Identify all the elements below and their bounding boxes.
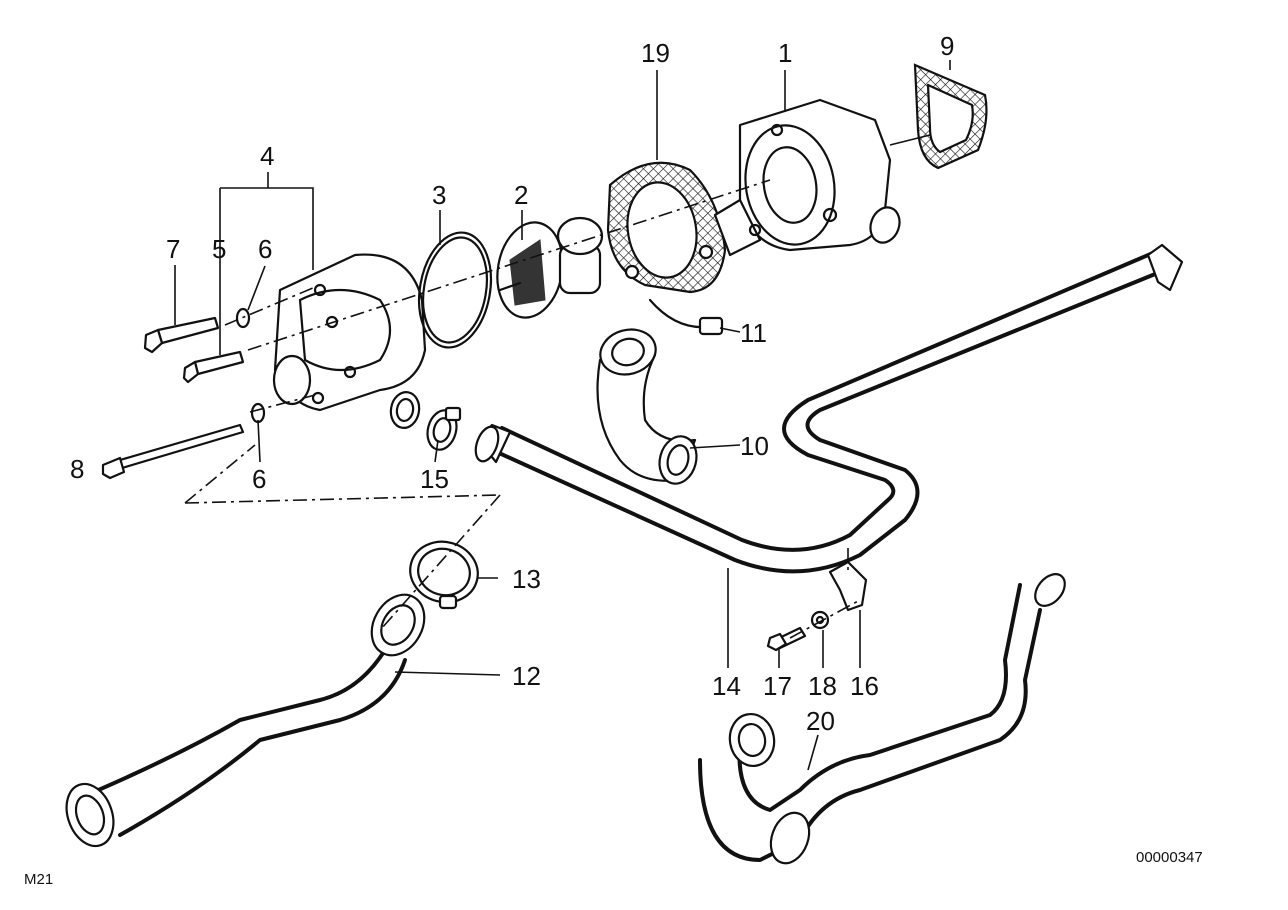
lower-left-hose: [65, 593, 426, 848]
hose-clamp-13: [409, 540, 479, 610]
callout-16: 16: [850, 671, 879, 701]
callout-9: 9: [940, 31, 954, 61]
callout-18: 18: [808, 671, 837, 701]
gasket-9: [913, 63, 988, 170]
mounting-hardware: [766, 560, 868, 652]
callout-6-lower: 6: [252, 464, 266, 494]
callout-8: 8: [70, 454, 84, 484]
callout-6-upper: 6: [258, 234, 272, 264]
callout-15: 15: [420, 464, 449, 494]
assembly-axes: [184, 179, 861, 639]
callout-17: 17: [763, 671, 792, 701]
callout-14: 14: [712, 671, 741, 701]
callout-4: 4: [260, 141, 274, 171]
callout-20: 20: [806, 706, 835, 736]
diagram-code-left: M21: [24, 871, 53, 888]
thermostat: [496, 216, 604, 319]
leader-lines: [174, 60, 951, 771]
callout-12: 12: [512, 661, 541, 691]
bolts-and-washers: [101, 307, 266, 480]
callout-2: 2: [514, 180, 528, 210]
callout-labels: 1 19 9 4 3 2 7 5 6 11 10 8 6 15 13 12 14…: [70, 31, 954, 736]
elbow-hose: [596, 328, 698, 485]
callout-13: 13: [512, 564, 541, 594]
lower-hose: [698, 573, 1066, 865]
diagram-code-right: 00000347: [1136, 849, 1203, 866]
callout-5: 5: [212, 234, 226, 264]
thermostat-housing-cover: [272, 253, 427, 429]
callout-3: 3: [432, 180, 446, 210]
callout-10: 10: [740, 431, 769, 461]
callout-19: 19: [641, 38, 670, 68]
hose-clamp-11: [648, 298, 724, 336]
callout-1: 1: [778, 38, 792, 68]
hose-clamp-15: [426, 406, 462, 451]
callout-7: 7: [166, 234, 180, 264]
coolant-pipe: [474, 243, 1184, 574]
callout-11: 11: [740, 318, 767, 348]
o-ring: [417, 231, 493, 349]
gasket-19: [606, 161, 727, 294]
thermostat-housing: [713, 98, 901, 257]
